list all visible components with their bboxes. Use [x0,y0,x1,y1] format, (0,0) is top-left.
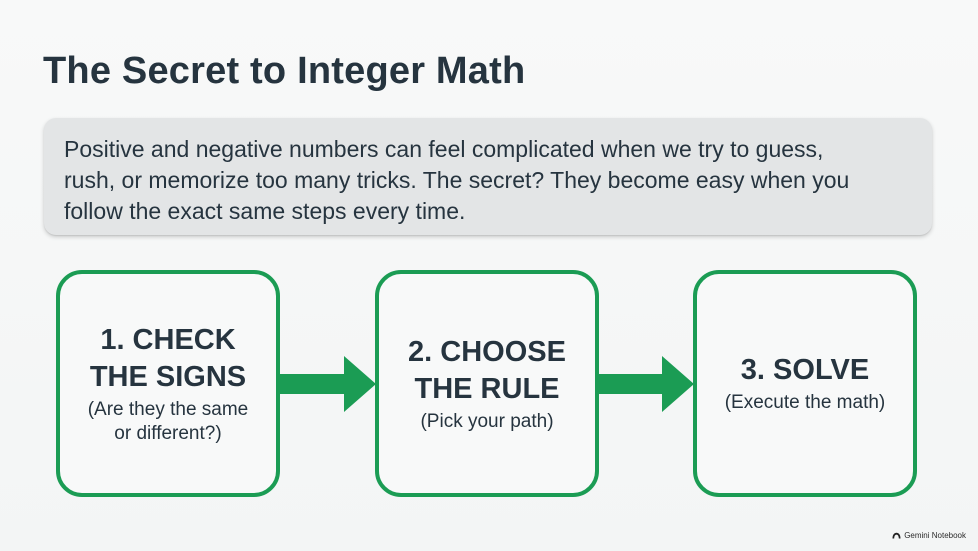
brand-label: Gemini Notebook [904,531,966,540]
step-2-sub-line-1: (Pick your path) [420,410,554,432]
intro-line-3: follow the exact same steps every time. [64,198,466,224]
step-3-subtitle: (Execute the math) [725,391,886,415]
step-1-subtitle: (Are they the same or different?) [88,398,249,446]
step-solve: 3. SOLVE (Execute the math) [693,270,917,497]
step-check-signs: 1. CHECK THE SIGNS (Are they the same or… [56,270,280,497]
step-2-subtitle: (Pick your path) [420,410,553,434]
step-2-title-line-1: 2. CHOOSE [408,335,566,368]
step-1-title: 1. CHECK THE SIGNS [90,322,246,396]
step-1-title-line-1: 1. CHECK [100,323,236,356]
step-1-sub-line-2: or different?) [114,422,222,444]
right-arrow-icon [280,356,376,412]
step-1-sub-line-1: (Are they the same [87,398,249,420]
intro-line-1: Positive and negative numbers can feel c… [64,136,824,162]
intro-box: Positive and negative numbers can feel c… [44,118,932,235]
brand-watermark: Gemini Notebook [892,531,966,540]
step-3-title: 3. SOLVE [741,352,869,389]
intro-line-2: rush, or memorize too many tricks. The s… [64,167,850,193]
step-3-title-line-1: 3. SOLVE [740,354,870,386]
right-arrow-icon [598,356,694,412]
intro-text: Positive and negative numbers can feel c… [64,134,912,227]
step-1-title-line-2: THE SIGNS [89,360,247,393]
step-3-sub-line-1: (Execute the math) [724,392,886,413]
page-title: The Secret to Integer Math [43,50,526,92]
step-2-title: 2. CHOOSE THE RULE [408,334,566,408]
step-2-title-line-2: THE RULE [414,372,560,405]
step-choose-rule: 2. CHOOSE THE RULE (Pick your path) [375,270,599,497]
notebook-logo-icon [892,532,901,539]
